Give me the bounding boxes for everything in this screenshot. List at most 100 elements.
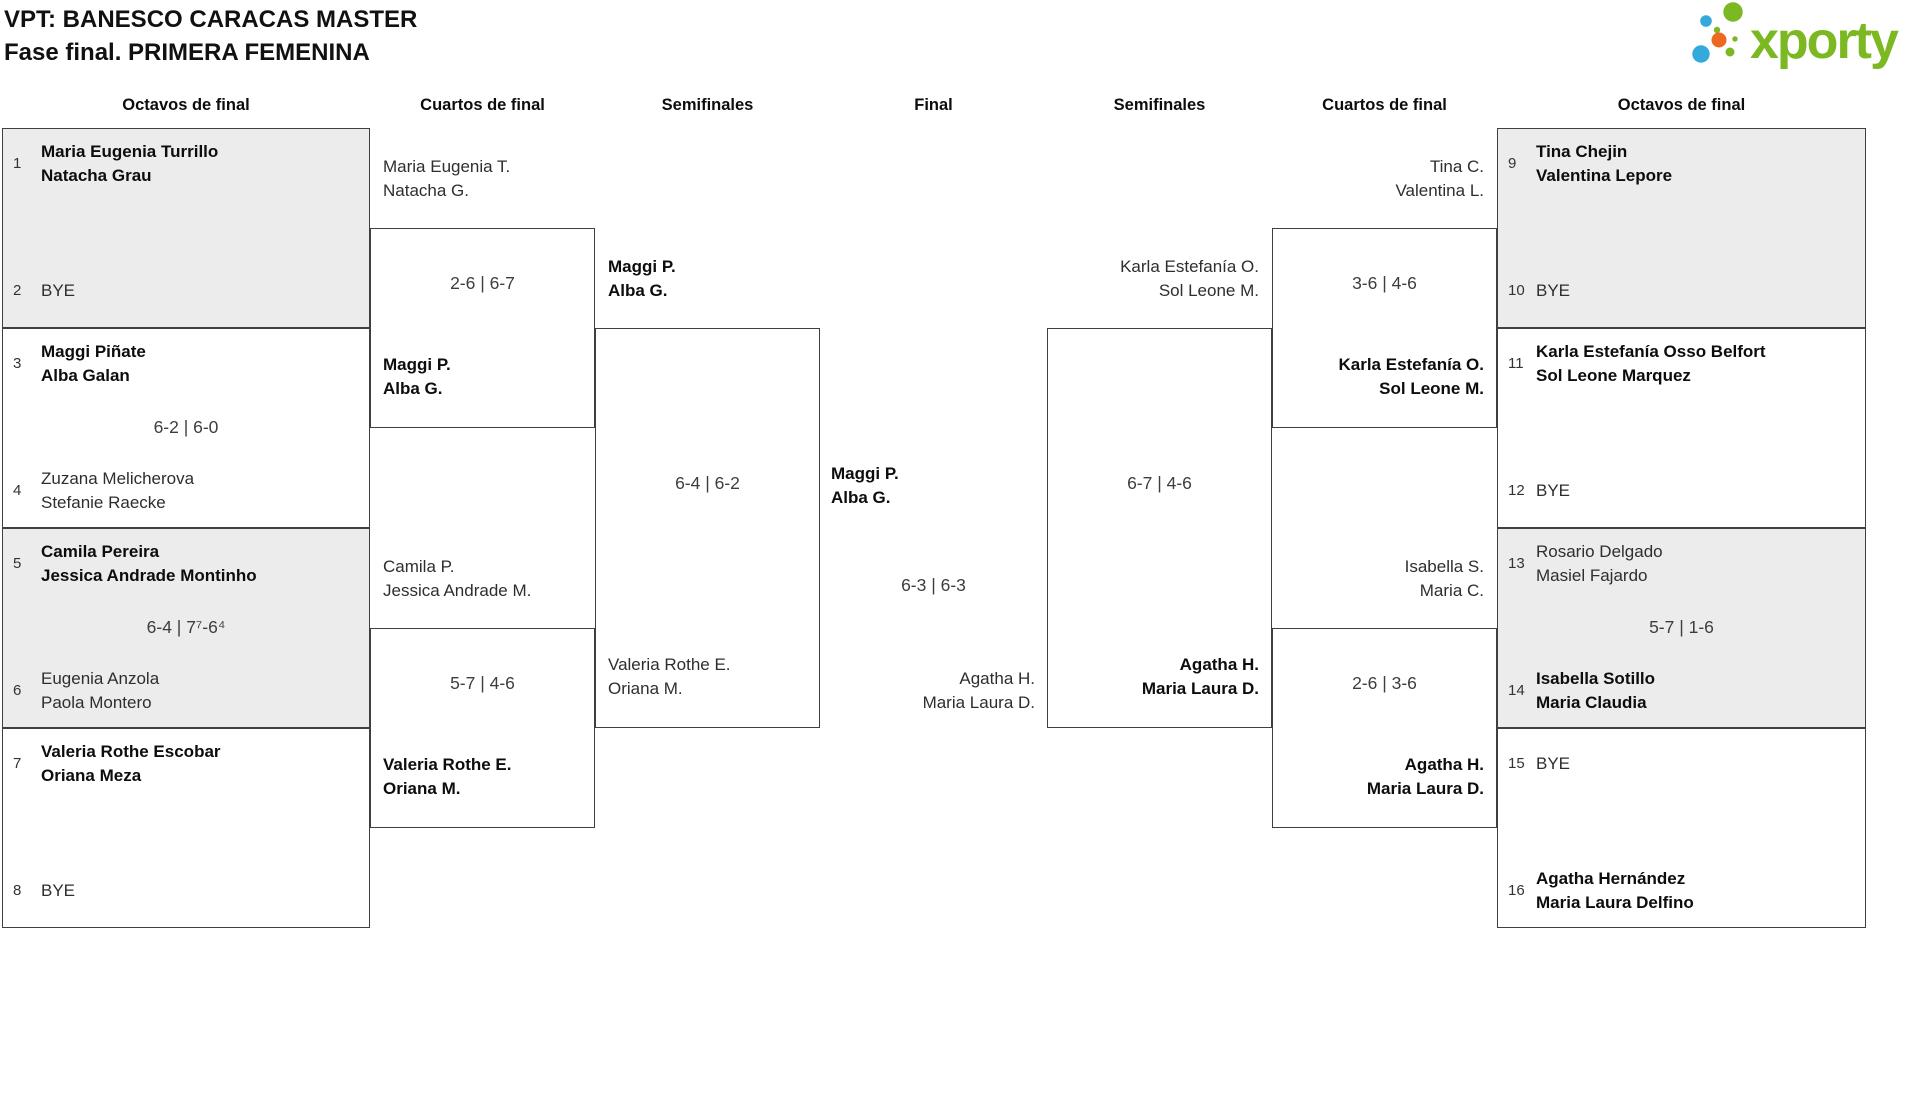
seed-number: 3 [13,355,22,372]
seed-number: 14 [1508,682,1525,699]
seed-number: 2 [13,282,22,299]
team-names: Maggi P.Alba G. [383,355,451,398]
logo-dot-blue-small [1700,15,1712,27]
team-names: Maggi P.Alba G. [608,257,676,300]
match-score: 3-6 | 4-6 [1352,273,1417,293]
team-names: BYE [1536,753,1571,773]
logo-dot-blue-large [1692,45,1710,63]
match-box-qf-right-top: Tina C.Valentina L. 3-6 | 4-6 Karla Este… [1272,157,1497,428]
match-box-qf-left-bottom: Camila P.Jessica Andrade M. 5-7 | 4-6 Va… [370,557,595,828]
team-names: Isabella S.Maria C. [1404,557,1484,600]
team-entry: 15 BYE [1508,740,1857,787]
match-score: 6-4 | 6-2 [675,473,740,493]
seed-number: 4 [13,482,22,499]
seed-number: 6 [13,682,22,699]
team-names: Karla Estefanía O.Sol Leone M. [1338,355,1484,398]
logo-dot-green-tiny2 [1732,36,1738,42]
logo-dot-green-tiny [1713,26,1721,34]
seed-number: 9 [1508,155,1517,172]
team-names: BYE [1536,280,1571,300]
final-score: 6-3 | 6-3 [901,575,966,595]
match-score: 2-6 | 3-6 [1352,673,1417,693]
seed-number: 12 [1508,482,1525,499]
match-score: 5-7 | 4-6 [450,673,515,693]
seed-number: 16 [1508,882,1525,899]
team-names: Valeria Rothe E.Oriana M. [608,655,731,698]
team-names: Maria Eugenia T.Natacha G. [383,157,511,200]
match-score: 6-7 | 4-6 [1127,473,1192,493]
page-title: VPT: BANESCO CARACAS MASTER Fase final. … [4,3,417,69]
final-runner-up-names: Agatha H. Maria Laura D. [922,669,1035,712]
round-header-octavos-right: Octavos de final [1617,96,1746,114]
logo-wordmark: xporty [1750,12,1899,70]
round-header-semis-left: Semifinales [661,96,754,114]
team-names: BYE [41,280,76,300]
logo-dot-green-small [1725,47,1735,57]
tournament-title: VPT: BANESCO CARACAS MASTER [4,6,418,33]
seed-number: 7 [13,755,22,772]
match-box-sf-right: Karla Estefanía O.Sol Leone M. 6-7 | 4-6… [1047,257,1272,728]
seed-number: 1 [13,155,22,172]
seed-number: 15 [1508,755,1525,772]
match-score: 2-6 | 6-7 [450,273,515,293]
phase-title: Fase final. PRIMERA FEMENINA [4,39,370,66]
seed-number: 13 [1508,555,1525,572]
seed-number: 11 [1508,355,1524,372]
match-box-sf-left: Maggi P.Alba G. 6-4 | 6-2 Valeria Rothe … [595,257,820,728]
seed-number: 8 [13,882,22,899]
xporty-logo: xporty [1692,2,1901,70]
team-entry: 12 BYE [1508,467,1857,514]
seed-number: 5 [13,555,22,572]
match-score: 6-2 | 6-0 [153,417,219,437]
final-winner-names: Maggi P. Alba G. [831,464,899,507]
team-names: BYE [41,880,76,900]
match-box-qf-left-top: Maria Eugenia T.Natacha G. 2-6 | 6-7 Mag… [370,157,595,428]
team-names: Tina C.Valentina L. [1395,157,1484,200]
logo-dot-orange [1711,32,1727,48]
round-header-semis-right: Semifinales [1113,96,1206,114]
team-entry: 2 BYE [13,267,361,314]
team-names: Camila P.Jessica Andrade M. [383,557,532,600]
round-header-cuartos-left: Cuartos de final [420,96,545,114]
team-entry: 8 BYE [13,867,361,914]
seed-number: 10 [1508,282,1525,299]
match-score: 6-4 | 7⁷-6⁴ [146,617,226,637]
match-box-qf-right-bottom: Isabella S.Maria C. 2-6 | 3-6 Agatha H.M… [1272,557,1497,828]
team-names: Agatha H.Maria Laura D. [1366,755,1484,798]
team-names: Karla Estefanía O.Sol Leone M. [1120,257,1259,300]
team-names: Agatha H.Maria Laura D. [1141,655,1259,698]
match-score: 5-7 | 1-6 [1649,617,1714,637]
round-header-cuartos-right: Cuartos de final [1322,96,1447,114]
team-names: Valeria Rothe E.Oriana M. [383,755,512,798]
